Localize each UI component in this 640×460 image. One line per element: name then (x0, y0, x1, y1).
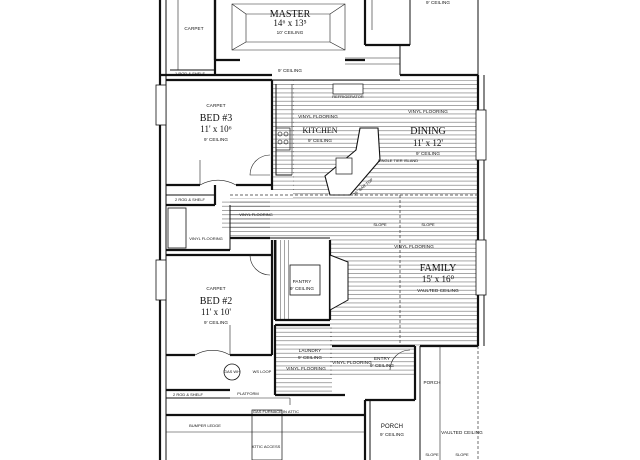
dining-dim: 11' x 12' (413, 138, 443, 148)
bed2-floor: CARPET (206, 286, 225, 291)
family-dim: 15' x 16⁰ (422, 274, 455, 284)
platform-label: PLATFORM (237, 391, 258, 396)
vinyl-flooring-label-2: VINYL FLOORING (189, 236, 222, 241)
walls (155, 0, 487, 460)
porch-front-name: PORCH (381, 424, 403, 430)
ws-loop-label: WS LOOP (253, 369, 272, 374)
entry-floor: VINYL FLOORING (332, 360, 372, 365)
porch-front-ceiling: 9' CEILING (380, 432, 404, 437)
bed3-ceiling: 9' CEILING (204, 137, 228, 142)
bed3-dim: 11' x 10⁶ (200, 124, 231, 134)
family-floor: VINYL FLOORING (394, 244, 434, 249)
entry-ceiling: 9' CEILING (370, 363, 394, 368)
porch-side-ceiling: VAULTED CEILING (441, 430, 483, 435)
dining-ceiling: 9' CEILING (416, 151, 440, 156)
laundry-floor: VINYL FLOORING (286, 366, 326, 371)
slope-label-3: SLOPE (425, 452, 439, 457)
refrigerator-label: REFRIGERATOR (332, 94, 364, 99)
laundry-name: LAUNDRY (299, 348, 322, 353)
vinyl-flooring-label-1: VINYL FLOORING (239, 212, 272, 217)
kitchen-ceiling: 9' CEILING (308, 138, 332, 143)
entry-name: ENTRY (374, 356, 390, 361)
dining-name: DINING (410, 126, 446, 137)
slope-label-4: SLOPE (455, 452, 469, 457)
bumper-ledge-label: BUMPER LEDGE (189, 423, 221, 428)
bed2-ceiling: 9' CEILING (204, 320, 228, 325)
gas-furnace-label: GAS FURNACE IN ATTIC (253, 409, 299, 414)
bed3-floor: CARPET (206, 103, 225, 108)
rod-shelf-label-2: 2 ROD & SHELF (175, 197, 206, 202)
master-dim: 14⁶ x 13⁵ (273, 18, 306, 28)
slope-label-1: SLOPE (373, 222, 387, 227)
laundry-ceiling: 9' CEILING (298, 355, 322, 360)
vinyl-flooring-hatch (222, 80, 478, 395)
kitchen-floor: VINYL FLOORING (298, 114, 338, 119)
rod-shelf-label-1: 1 ROD & SHELF (175, 71, 206, 76)
attic-access-label: ATTIC ACCESS (252, 444, 281, 449)
rod-shelf-label-3: 2 ROD & SHELF (173, 392, 204, 397)
island-label: SINGLE TIER ISLAND (378, 158, 418, 163)
bed2-dim: 11' x 10' (201, 307, 231, 317)
top-right-ceiling: 9' CEILING (426, 0, 450, 5)
pantry-name: PANTRY (293, 279, 312, 284)
kitchen-name: KITCHEN (302, 126, 337, 135)
bed2-name: BED #2 (200, 296, 233, 307)
family-ceiling: VAULTED CEILING (417, 288, 459, 293)
carpet-top-label: CARPET (184, 26, 203, 31)
master-ceiling: 10' CEILING (277, 30, 304, 35)
gas-wh-label: GAS WH (224, 369, 240, 374)
family-name: FAMILY (420, 263, 457, 274)
dining-floor: VINYL FLOORING (408, 109, 448, 114)
master-name: MASTER (270, 9, 311, 20)
pantry-ceiling: 9' CEILING (290, 286, 314, 291)
slope-label-2: SLOPE (421, 222, 435, 227)
master-hall-ceiling: 9' CEILING (278, 68, 302, 73)
porch-side-name: PORCH (423, 380, 440, 385)
bed3-name: BED #3 (200, 113, 233, 124)
